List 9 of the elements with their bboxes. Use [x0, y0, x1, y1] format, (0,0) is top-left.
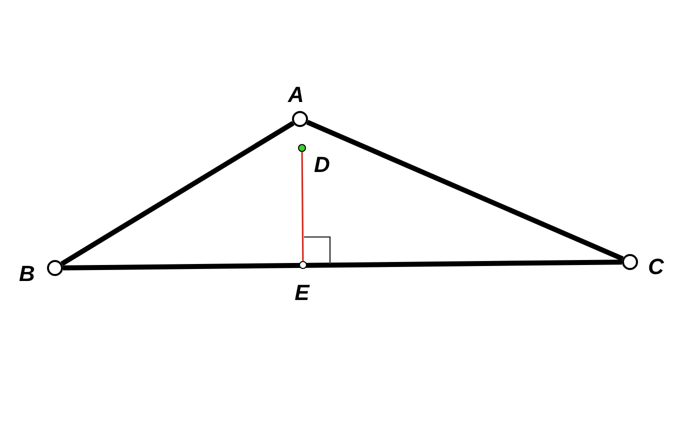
- line-segment: [62, 260, 622, 270]
- point-label: E: [294, 280, 311, 306]
- line-segment: [60, 121, 294, 266]
- point-label: C: [647, 254, 665, 280]
- line-segment: [306, 120, 624, 262]
- point-label: D: [313, 152, 331, 178]
- point-label: B: [18, 261, 36, 287]
- point-label: A: [286, 82, 305, 108]
- line-segment: [301, 152, 304, 261]
